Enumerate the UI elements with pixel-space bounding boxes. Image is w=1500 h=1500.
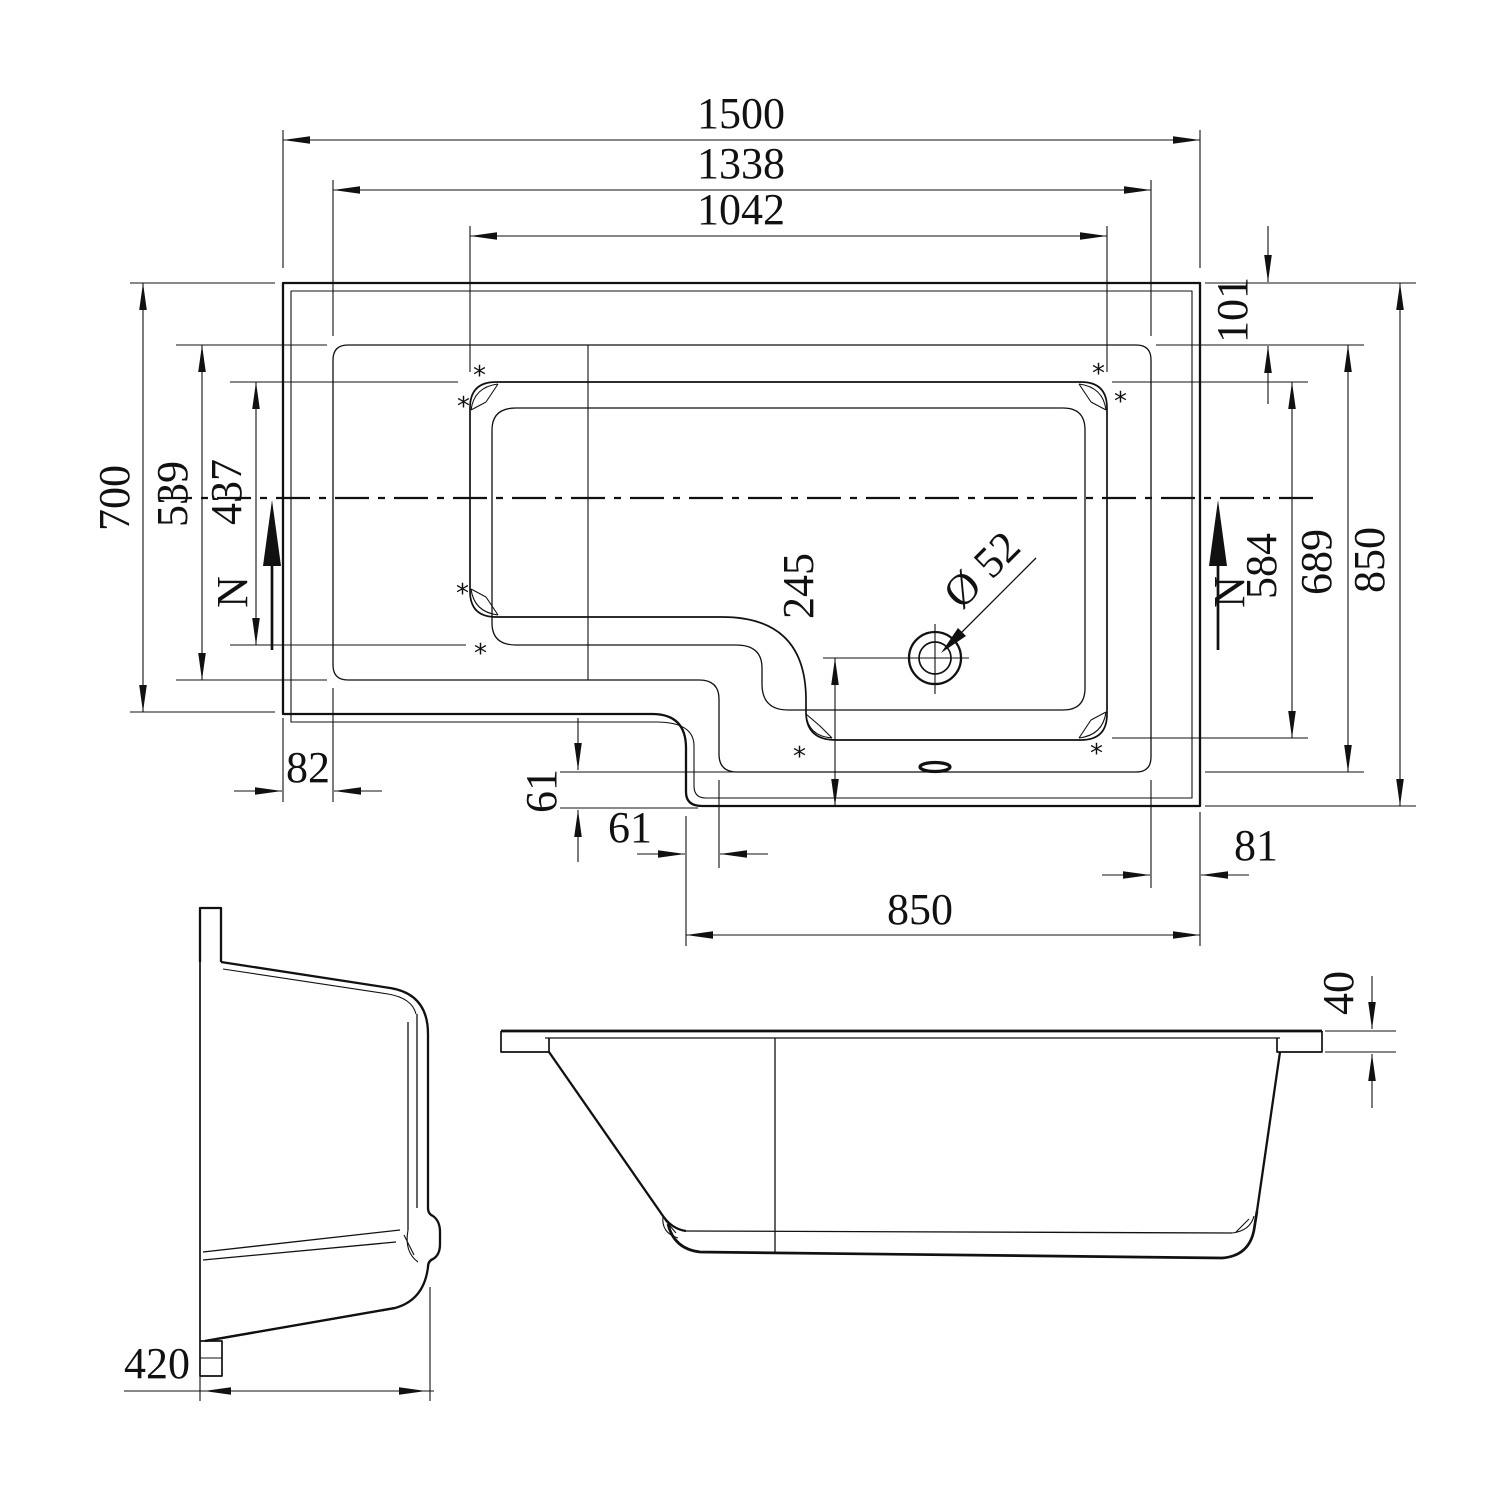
side-view-right-corner-detail bbox=[1231, 1215, 1255, 1234]
basin-corner-detail-bottom-right bbox=[1078, 711, 1107, 739]
side-view-bottom-edge bbox=[666, 1210, 1259, 1260]
side-view-rim-tab-right bbox=[1276, 1031, 1323, 1053]
dim-label-basin-width: 1042 bbox=[697, 185, 785, 234]
dim-label-basin-left-height: 437 bbox=[202, 459, 251, 525]
corner-mark: * bbox=[793, 742, 806, 772]
corner-mark: * bbox=[457, 392, 470, 422]
dim-label-rim-thickness: 40 bbox=[1314, 971, 1363, 1015]
dim-label-rim-top-offset: 101 bbox=[1208, 277, 1257, 343]
side-view-left-slope bbox=[548, 1051, 687, 1233]
basin-corner-detail-step bbox=[805, 713, 833, 739]
dim-label-left-height: 700 bbox=[90, 465, 139, 531]
end-view-dim-420 bbox=[124, 1287, 434, 1401]
overflow-slot bbox=[918, 760, 952, 774]
side-view-right-slope bbox=[1255, 1051, 1282, 1212]
plan-basin-wall-outline bbox=[469, 381, 1108, 741]
basin-corner-detail-top-right bbox=[1078, 383, 1107, 411]
dim-label-step-height: 61 bbox=[517, 769, 566, 813]
side-view-floor-line bbox=[685, 1230, 1233, 1234]
plan-basin-floor-outline bbox=[491, 407, 1086, 711]
corner-mark: * bbox=[1114, 387, 1127, 417]
corner-mark: * bbox=[1092, 359, 1105, 389]
end-view-top-inner-edge bbox=[222, 968, 417, 1015]
n-arrow-left: N bbox=[208, 500, 281, 650]
end-view-foot bbox=[199, 1340, 223, 1377]
side-view-dim-40 bbox=[1325, 976, 1396, 1108]
section-label-right: N bbox=[1205, 576, 1254, 608]
extension-lines bbox=[130, 130, 1416, 946]
basin-corner-detail-top-left bbox=[470, 383, 499, 411]
dim-label-drain-offset: 245 bbox=[774, 553, 823, 619]
end-view-bottom-edge bbox=[204, 1306, 396, 1343]
dim-label-rim-right-height: 689 bbox=[1292, 529, 1341, 595]
end-view-top-edge bbox=[220, 960, 430, 1035]
corner-mark: * bbox=[473, 361, 486, 391]
side-view-rim-tab-left bbox=[500, 1031, 550, 1053]
dim-label-overall-width: 1500 bbox=[697, 89, 785, 138]
dim-label-rim-edge-left: 82 bbox=[286, 743, 330, 792]
corner-mark: * bbox=[456, 579, 469, 609]
corner-mark: * bbox=[1090, 739, 1103, 769]
dim-label-rim-left-height: 539 bbox=[148, 461, 197, 527]
dim-label-step-width: 61 bbox=[608, 803, 652, 852]
end-view: 420 bbox=[124, 906, 442, 1401]
section-label-left: N bbox=[208, 576, 257, 608]
dim-label-depth: 420 bbox=[124, 1339, 190, 1388]
side-view: 40 bbox=[500, 971, 1396, 1260]
dim-label-overall-height: 850 bbox=[1345, 527, 1394, 593]
dim-label-rim-edge-right: 81 bbox=[1234, 821, 1278, 870]
plan-view: * * * * * * * * Ø 52 N bbox=[90, 89, 1416, 946]
corner-mark: * bbox=[474, 639, 487, 669]
basin-corner-detail-bottom-left bbox=[470, 588, 499, 616]
dim-label-bottom-width: 850 bbox=[887, 885, 953, 934]
n-arrow-right: N bbox=[1205, 500, 1254, 650]
plan-rim-inner-line bbox=[332, 344, 1152, 773]
plan-outer-inner-edge bbox=[290, 290, 1193, 799]
end-view-flange bbox=[198, 906, 223, 962]
dim-label-rim-width: 1338 bbox=[697, 139, 785, 188]
drain-leader: Ø 52 bbox=[934, 522, 1037, 653]
dimension-lines bbox=[139, 136, 1404, 939]
end-view-bottom-band bbox=[202, 1229, 419, 1263]
plan-outer-outline bbox=[281, 281, 1202, 808]
dim-label-drain-diameter: Ø 52 bbox=[934, 522, 1030, 618]
end-view-right-wall bbox=[204, 1034, 442, 1343]
drain-symbol bbox=[903, 624, 969, 694]
side-view-left-slope-detail bbox=[662, 1215, 679, 1239]
dim-label-basin-right-height: 584 bbox=[1237, 533, 1286, 599]
